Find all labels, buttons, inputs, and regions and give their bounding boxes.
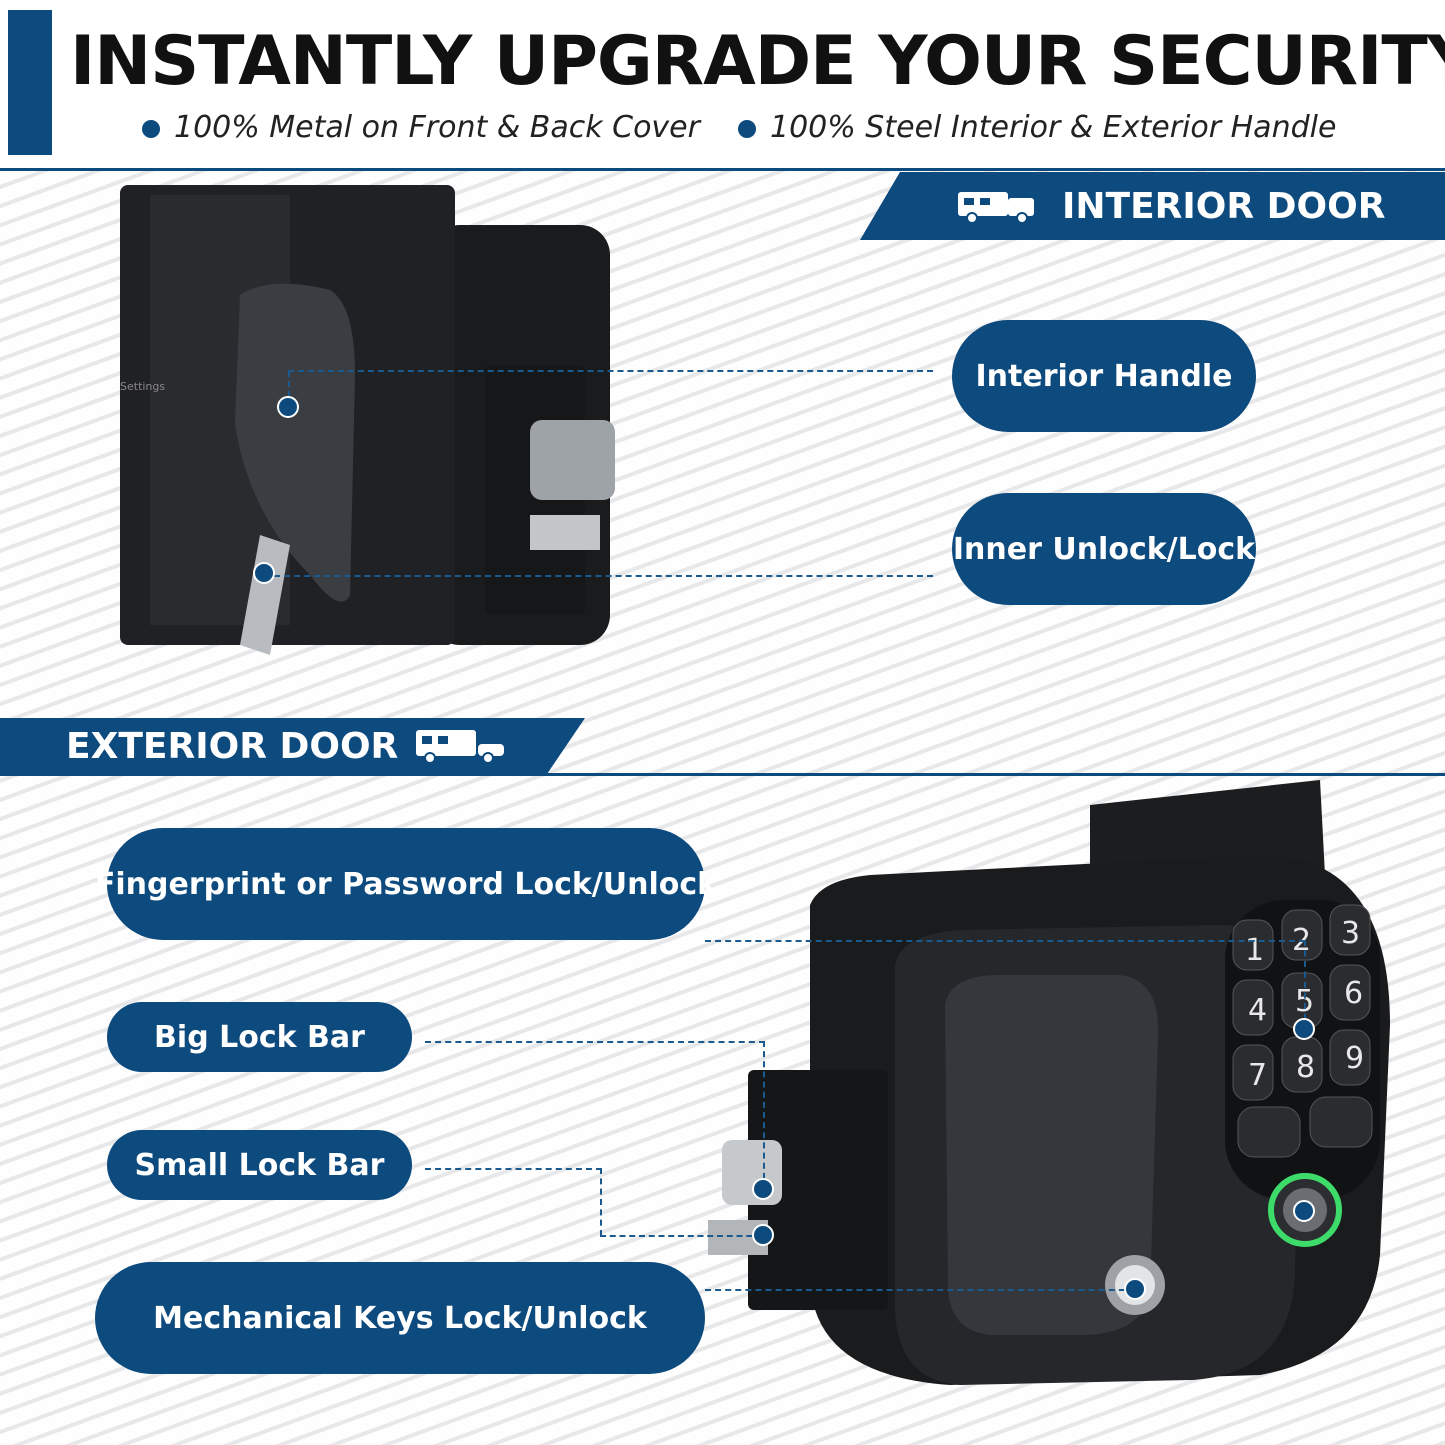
key-6: 6: [1344, 976, 1363, 1011]
callout-interior-handle: Interior Handle: [952, 320, 1256, 432]
divider: [0, 773, 1445, 776]
leader-line: [600, 1168, 602, 1236]
callout-point: [1293, 1018, 1315, 1040]
leader-line: [705, 940, 1305, 942]
lock-key: [1237, 1106, 1301, 1158]
callout-mechanical-keys: Mechanical Keys Lock/Unlock: [95, 1262, 705, 1374]
exterior-lock-image: 1 2 3 4 5 6 7 8 9: [708, 780, 1390, 1385]
callout-point: [253, 562, 275, 584]
banner-label: EXTERIOR DOOR: [66, 725, 399, 767]
leader-line: [264, 575, 933, 577]
callout-point: [277, 396, 299, 418]
callout-big-lock-bar: Big Lock Bar: [107, 1002, 412, 1072]
settings-label: Settings: [120, 380, 165, 393]
exterior-door-banner: EXTERIOR DOOR: [0, 718, 585, 774]
bullet-icon: [142, 119, 160, 138]
callout-fingerprint-password: Fingerprint or Password Lock/Unlock: [95, 828, 717, 940]
leader-line: [600, 1235, 762, 1237]
feature-1: 100% Metal on Front & Back Cover: [142, 110, 700, 145]
key-9: 9: [1345, 1041, 1364, 1076]
key-3: 3: [1341, 916, 1360, 951]
callout-small-lock-bar: Small Lock Bar: [107, 1130, 412, 1200]
unlock-key: [1309, 1096, 1373, 1148]
leader-line: [288, 371, 290, 407]
callout-point: [1293, 1200, 1315, 1222]
leader-line: [425, 1041, 765, 1043]
feature-text: 100% Metal on Front & Back Cover: [174, 110, 700, 145]
feature-text: 100% Steel Interior & Exterior Handle: [770, 110, 1337, 145]
leader-line: [425, 1168, 602, 1170]
leader-line: [288, 370, 933, 372]
leader-line: [705, 1289, 1135, 1291]
leader-line: [763, 1041, 765, 1189]
callout-point: [1124, 1278, 1146, 1300]
leader-line: [1304, 940, 1306, 1030]
callout-point: [752, 1178, 774, 1200]
interior-door-banner: INTERIOR DOOR: [860, 172, 1445, 240]
banner-label: INTERIOR DOOR: [1062, 185, 1386, 227]
key-1: 1: [1245, 933, 1264, 968]
interior-lock-image: Settings: [120, 185, 615, 655]
callout-point: [752, 1224, 774, 1246]
feature-2: 100% Steel Interior & Exterior Handle: [738, 110, 1336, 145]
rv-motorhome-icon: [414, 726, 508, 766]
key-7: 7: [1248, 1058, 1267, 1093]
rv-camper-icon: [958, 192, 1034, 224]
key-8: 8: [1296, 1050, 1315, 1085]
header: INSTANTLY UPGRADE YOUR SECURITY 100% Met…: [0, 0, 1445, 170]
accent-bar: [8, 10, 52, 155]
page-title: INSTANTLY UPGRADE YOUR SECURITY: [70, 22, 1445, 101]
bullet-icon: [738, 119, 756, 138]
divider: [0, 168, 1445, 171]
keypad: 1 2 3 4 5 6 7 8 9: [1232, 904, 1373, 1158]
key-4: 4: [1248, 993, 1267, 1028]
callout-inner-unlock-lock: Inner Unlock/Lock: [952, 493, 1256, 605]
